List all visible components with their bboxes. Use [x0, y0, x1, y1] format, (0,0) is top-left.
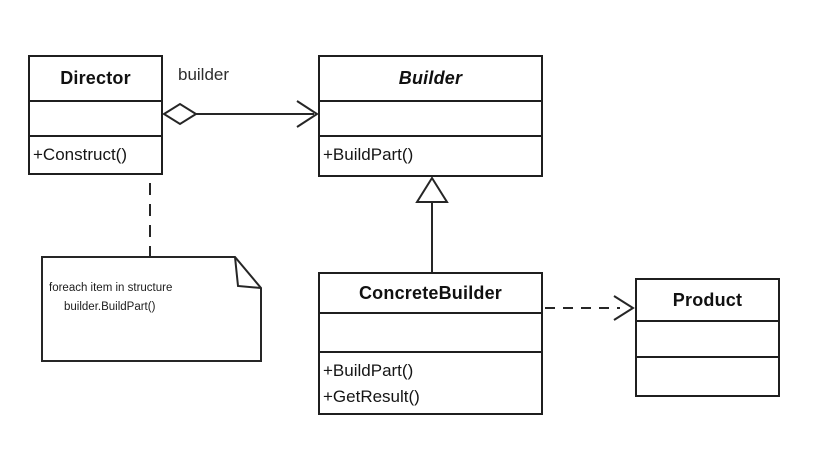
- aggregation-connector: [162, 100, 319, 128]
- class-name-product: Product: [672, 289, 743, 310]
- dependency-connector: [545, 295, 635, 321]
- class-attributes-builder: [320, 100, 541, 135]
- aggregation-diamond-icon: [162, 102, 198, 126]
- class-methods-builder: +BuildPart(): [320, 135, 541, 175]
- class-name-concrete-builder: ConcreteBuilder: [358, 282, 503, 303]
- association-label-builder: builder: [178, 65, 230, 84]
- method-label: +Construct(): [33, 145, 127, 164]
- method-label: +BuildPart(): [323, 145, 414, 164]
- open-arrowhead-icon: [613, 295, 635, 321]
- class-methods-product: [637, 356, 778, 395]
- inheritance-connector: [415, 176, 449, 272]
- note-text-line1: foreach item in structure: [49, 282, 173, 294]
- note-text-line2: builder.BuildPart(): [64, 301, 156, 313]
- method-label: +BuildPart(): [323, 361, 414, 380]
- note-comment: foreach item in structure builder.BuildP…: [40, 256, 262, 317]
- class-box-director: Director +Construct(): [28, 55, 163, 175]
- class-box-concrete-builder: ConcreteBuilder +BuildPart() +GetResult(…: [318, 272, 543, 415]
- class-box-product: Product: [635, 278, 780, 397]
- class-name-builder: Builder: [398, 68, 463, 88]
- open-arrowhead-icon: [296, 100, 319, 128]
- class-attributes-product: [637, 320, 778, 356]
- class-attributes-concrete-builder: [320, 312, 541, 351]
- class-box-builder: Builder +BuildPart(): [318, 55, 543, 177]
- inheritance-triangle-icon: [415, 176, 449, 203]
- method-label: +GetResult(): [323, 387, 420, 406]
- class-methods-director: +Construct(): [30, 135, 161, 173]
- class-methods-concrete-builder: +BuildPart() +GetResult(): [320, 351, 541, 413]
- class-attributes-director: [30, 100, 161, 135]
- class-name-director: Director: [60, 68, 131, 88]
